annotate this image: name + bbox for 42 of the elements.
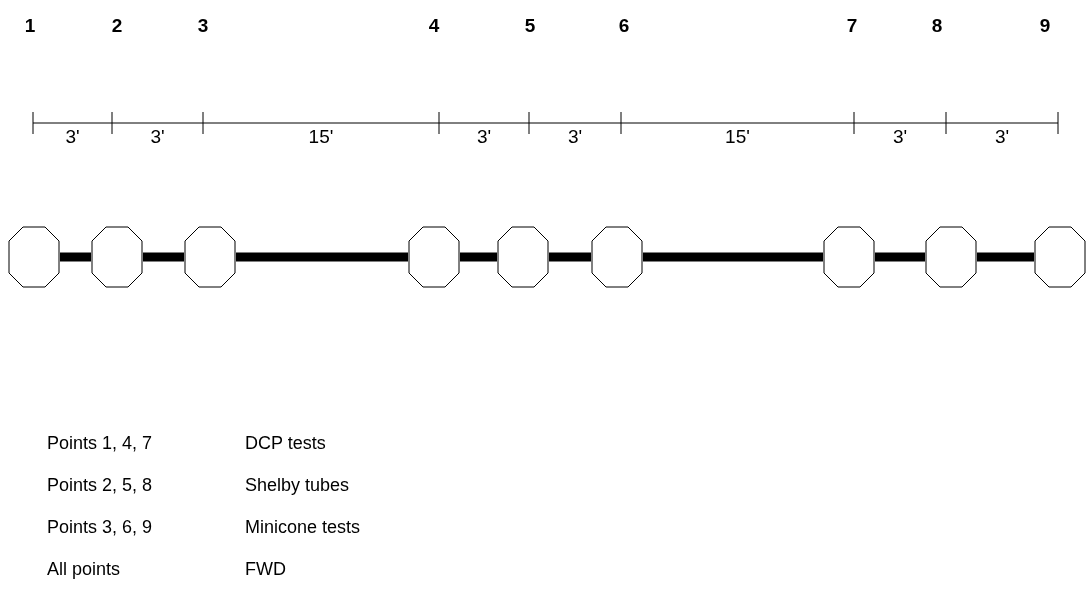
test-point-octagon	[1034, 226, 1086, 288]
point-number: 1	[24, 14, 36, 38]
point-group-label: Points 2, 5, 8	[47, 474, 153, 497]
dimension-label: 15'	[308, 125, 334, 149]
connector-bar	[875, 252, 925, 262]
point-number: 8	[931, 14, 943, 38]
dimension-label: 15'	[725, 125, 750, 149]
test-point-octagon	[8, 226, 60, 288]
dimension-label: 3'	[994, 125, 1010, 149]
point-number: 2	[111, 14, 123, 38]
connector-bar	[643, 252, 823, 262]
point-number: 3	[197, 14, 209, 38]
dimension-label: 3'	[476, 125, 492, 149]
test-type-label: FWD	[245, 558, 286, 581]
test-point-octagon	[497, 226, 549, 288]
test-point-octagon	[184, 226, 236, 288]
point-number: 7	[846, 14, 858, 38]
point-number: 6	[618, 14, 630, 38]
point-number: 4	[428, 14, 440, 38]
point-group-label: Points 3, 6, 9	[47, 516, 153, 539]
dimension-label: 3'	[567, 125, 583, 149]
connector-bar	[143, 252, 184, 262]
connector-bar	[460, 252, 497, 262]
connector-bar	[236, 252, 408, 262]
test-point-octagon	[823, 226, 875, 288]
test-type-label: Shelby tubes	[245, 474, 350, 497]
point-group-label: Points 1, 4, 7	[47, 432, 153, 455]
connector-bar	[977, 252, 1034, 262]
dimension-label: 3'	[65, 125, 80, 149]
connector-bar	[549, 252, 591, 262]
test-type-label: Minicone tests	[245, 516, 361, 539]
test-point-octagon	[408, 226, 460, 288]
test-point-octagon	[91, 226, 143, 288]
connector-bar	[60, 252, 91, 262]
test-point-octagon	[925, 226, 977, 288]
dimension-label: 3'	[150, 125, 165, 149]
test-point-octagon	[591, 226, 643, 288]
test-type-label: DCP tests	[245, 432, 326, 455]
point-number: 9	[1039, 14, 1051, 38]
dimension-label: 3'	[892, 125, 908, 149]
point-group-label: All points	[47, 558, 121, 581]
point-number: 5	[524, 14, 536, 38]
